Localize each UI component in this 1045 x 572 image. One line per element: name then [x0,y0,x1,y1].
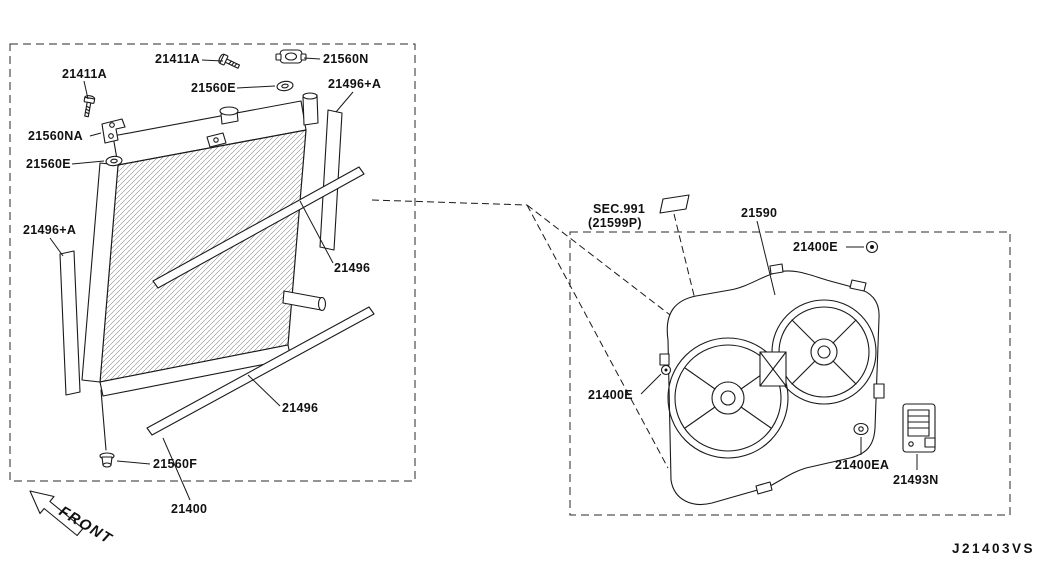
shroud-tab-top [769,263,784,275]
part-label-21400e-left: 21400E [588,388,633,402]
seal-strip-upper [152,166,365,289]
filler-cap-icon [219,106,239,116]
leader-line [83,80,89,100]
side-seal-right [319,109,343,251]
leader-line [335,91,354,113]
part-label-21493n: 21493N [893,473,939,487]
front-arrow-icon [29,490,84,537]
drain-plug-icon [99,452,115,468]
seal-strip-lower [146,306,375,436]
radiator-assembly-box [9,43,416,482]
grommet-icon-top [275,79,295,93]
tab-hole [213,137,219,143]
part-label-21400e-top: 21400E [793,240,838,254]
part-label-21560na: 21560NA [28,129,83,143]
leader-line [71,160,105,165]
drain-plug-stem-line [100,389,107,451]
grommet-icon-mount [853,422,869,436]
leader-line [162,437,191,501]
leader-line [201,59,224,62]
lower-pipe-opening [317,296,327,312]
part-label-21560n: 21560N [323,52,369,66]
cap-icon [275,49,307,64]
part-label-21560e-top: 21560E [191,81,236,95]
leader-line [299,200,334,264]
projection-line [526,204,669,469]
leader-line [756,220,776,296]
part-label-21400: 21400 [171,502,207,516]
sec-ref-part-label: (21599P) [588,216,642,230]
leader-line [640,373,662,395]
leader-line [49,237,64,257]
part-label-21496-lower: 21496 [282,401,318,415]
drawing-code: J21403VS [952,541,1035,556]
shroud-tab-bottom [755,481,773,495]
part-label-21411a-top: 21411A [155,52,200,66]
bolt-icon-fan-left [660,364,672,376]
part-label-21560f: 21560F [153,457,197,471]
sec-ref-tag-icon [659,194,690,214]
bracket-icon [101,118,126,144]
leader-line [116,460,151,465]
leader-line [236,85,276,89]
sec-ref-label: SEC.991 [593,202,645,216]
clip-icon-top [865,240,879,254]
shroud-tab-left [659,353,670,366]
bolt-icon-top [217,52,242,72]
sec-ref-leader-line [673,213,703,329]
leader-line [303,57,321,60]
fan-assembly-box [569,231,1011,516]
leader-line [89,132,102,137]
side-seal-left [59,250,81,396]
leader-line [247,374,281,407]
part-label-21496a-left: 21496+A [23,223,76,237]
projection-line [371,199,528,206]
part-label-21560e-left: 21560E [26,157,71,171]
part-label-21496-upper: 21496 [334,261,370,275]
part-label-21496a-right: 21496+A [328,77,381,91]
part-label-21590: 21590 [741,206,777,220]
part-label-21411a-left: 21411A [62,67,107,81]
fan-control-module-icon [902,403,936,453]
shroud-connector-right [873,383,885,399]
fan-shroud-drawing [659,263,885,505]
upper-hose-opening [302,92,318,100]
shroud-tab-top-right [849,279,867,292]
part-label-21400ea: 21400EA [835,458,889,472]
